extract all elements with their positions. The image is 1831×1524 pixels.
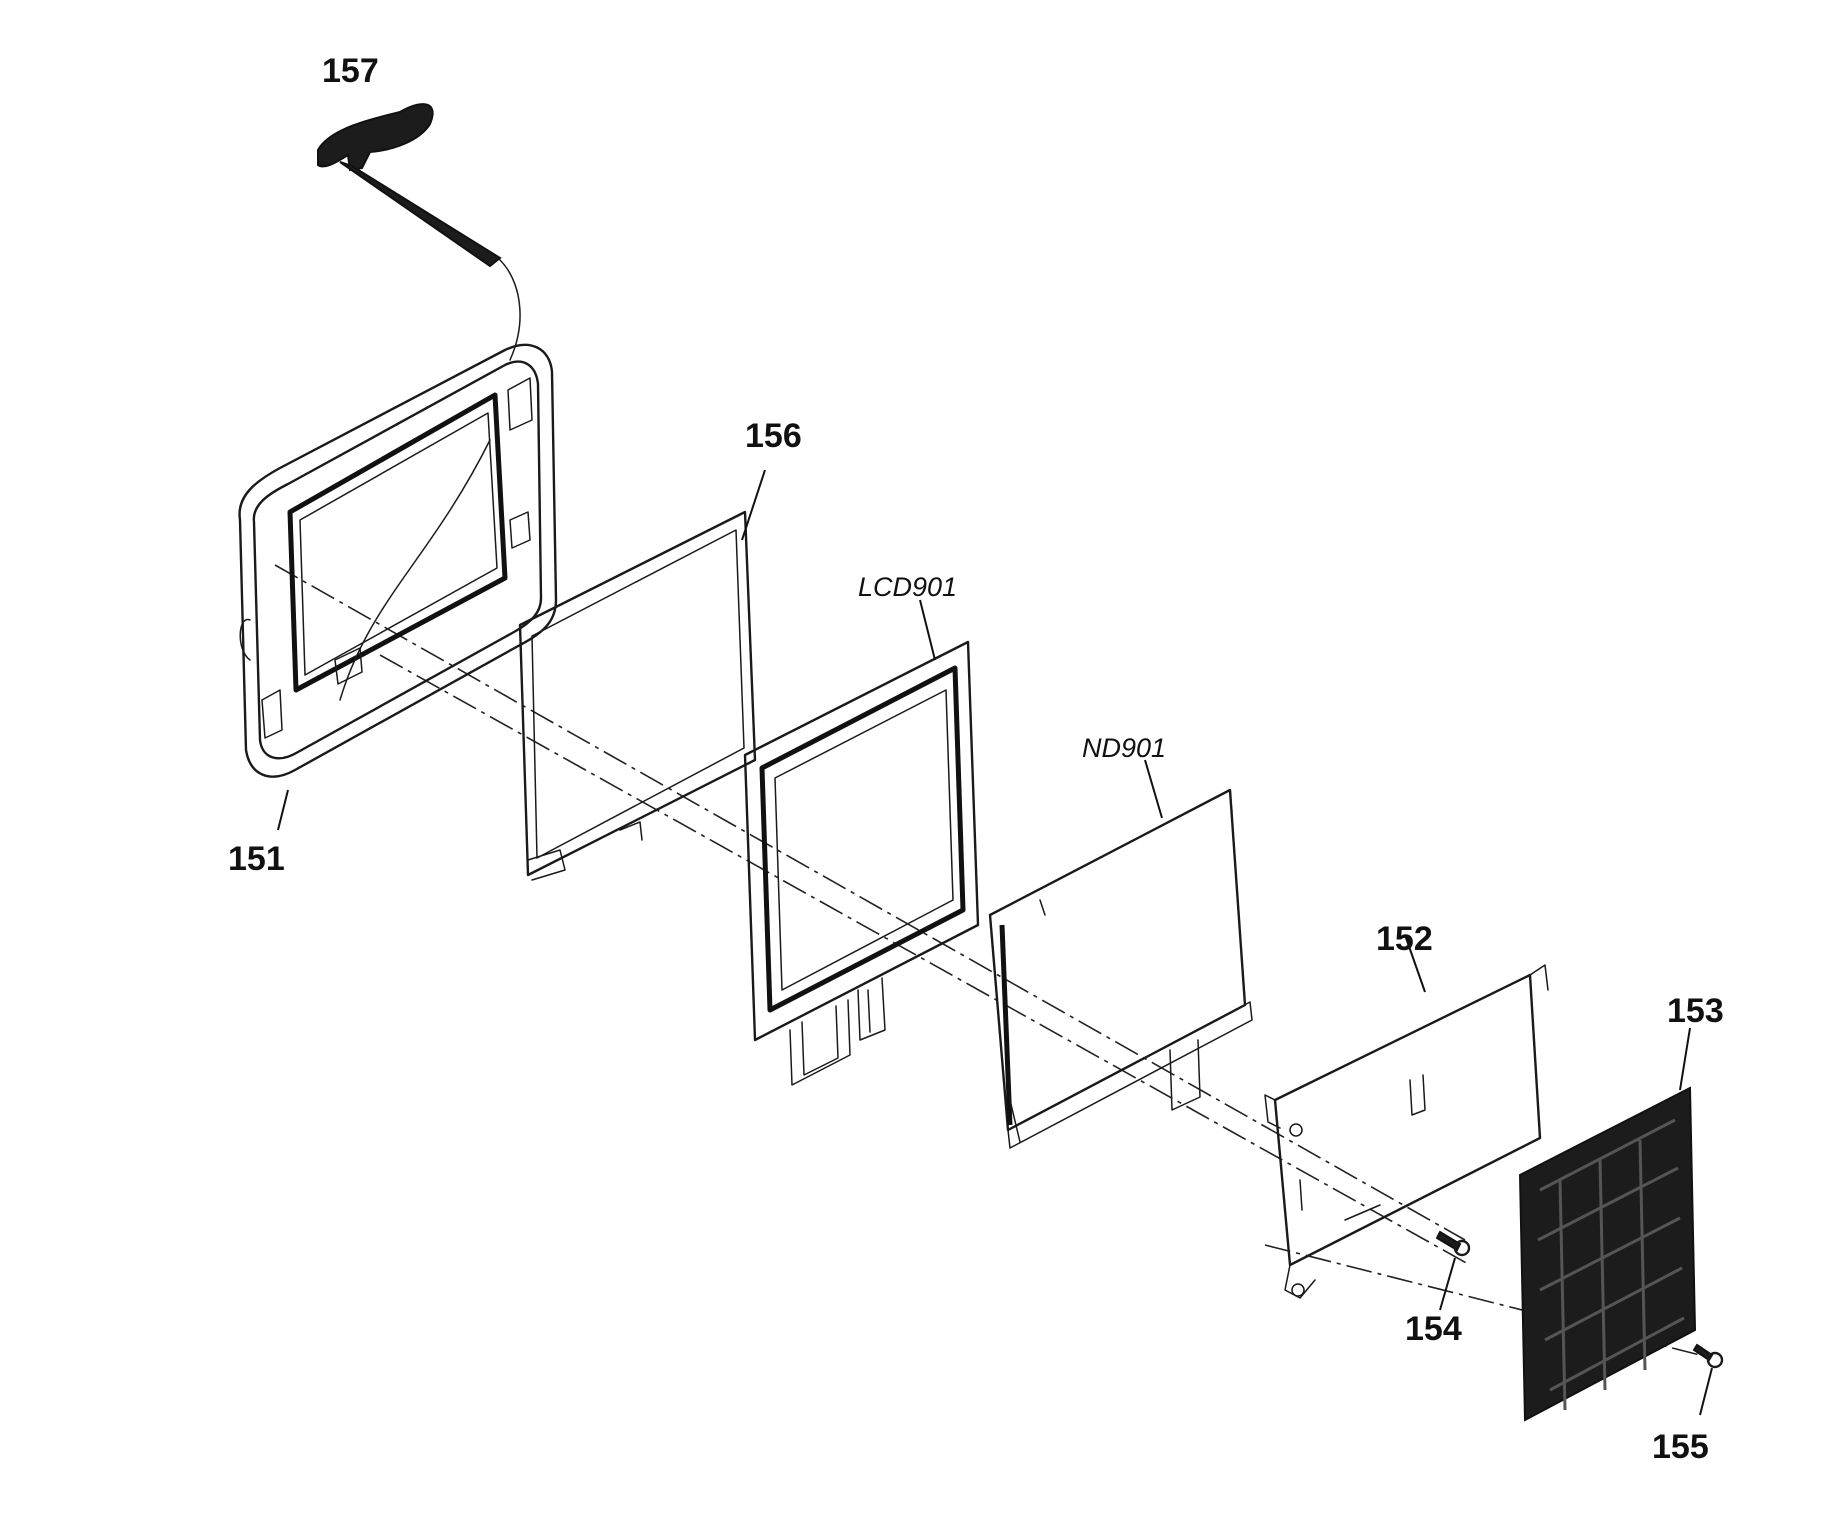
label-154: 154 (1405, 1310, 1462, 1348)
leader-nd901 (1144, 759, 1163, 819)
label-157: 157 (322, 52, 379, 90)
part-155-screw (1692, 1343, 1724, 1369)
part-154-screw (1435, 1230, 1471, 1257)
assembly-axis-lines (274, 564, 1701, 1356)
leader-153 (1679, 1027, 1691, 1091)
label-155: 155 (1652, 1428, 1709, 1466)
leader-152 (1404, 934, 1426, 993)
part-nd901-backlight (988, 788, 1253, 1149)
leader-155 (1699, 1367, 1713, 1416)
part-153-circuit-board (1518, 1086, 1697, 1422)
leader-151 (277, 789, 289, 831)
label-152: 152 (1376, 920, 1433, 958)
label-153: 153 (1667, 992, 1724, 1030)
leader-154 (1439, 1257, 1456, 1311)
label-151: 151 (228, 840, 285, 878)
part-152-bracket (1264, 964, 1549, 1299)
leader-156 (741, 469, 766, 541)
part-151-front-frame (238, 343, 558, 778)
label-nd901: ND901 (1082, 733, 1166, 763)
leader-lcd901 (919, 599, 936, 661)
part-lcd901-panel (743, 640, 980, 1086)
part-156-sheet (518, 510, 757, 881)
label-lcd901: LCD901 (858, 572, 957, 602)
part-157-stylus (317, 103, 521, 361)
label-156: 156 (745, 417, 802, 455)
